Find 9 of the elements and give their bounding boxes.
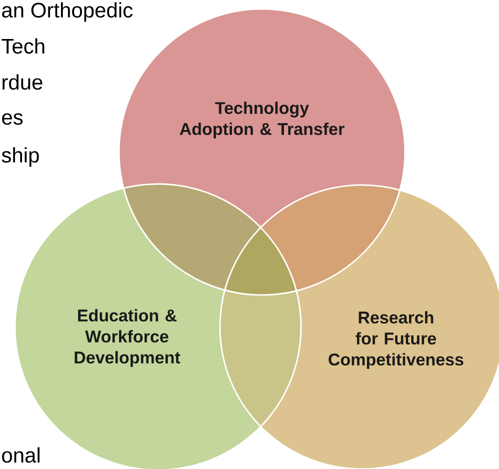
text-fragment: onal xyxy=(2,447,40,463)
text-fragment: ship xyxy=(2,147,39,167)
venn-circle-label: Education & Workforce Development xyxy=(74,309,180,367)
venn-circle-label: Technology Adoption & Transfer xyxy=(180,102,344,138)
venn-circle-label: Research for Future Competitiveness xyxy=(328,311,464,369)
text-fragment: an Orthopedic xyxy=(2,2,133,22)
text-fragment: rdue xyxy=(2,74,42,90)
text-fragment: es xyxy=(2,113,23,125)
text-fragment: Tech xyxy=(2,38,44,54)
